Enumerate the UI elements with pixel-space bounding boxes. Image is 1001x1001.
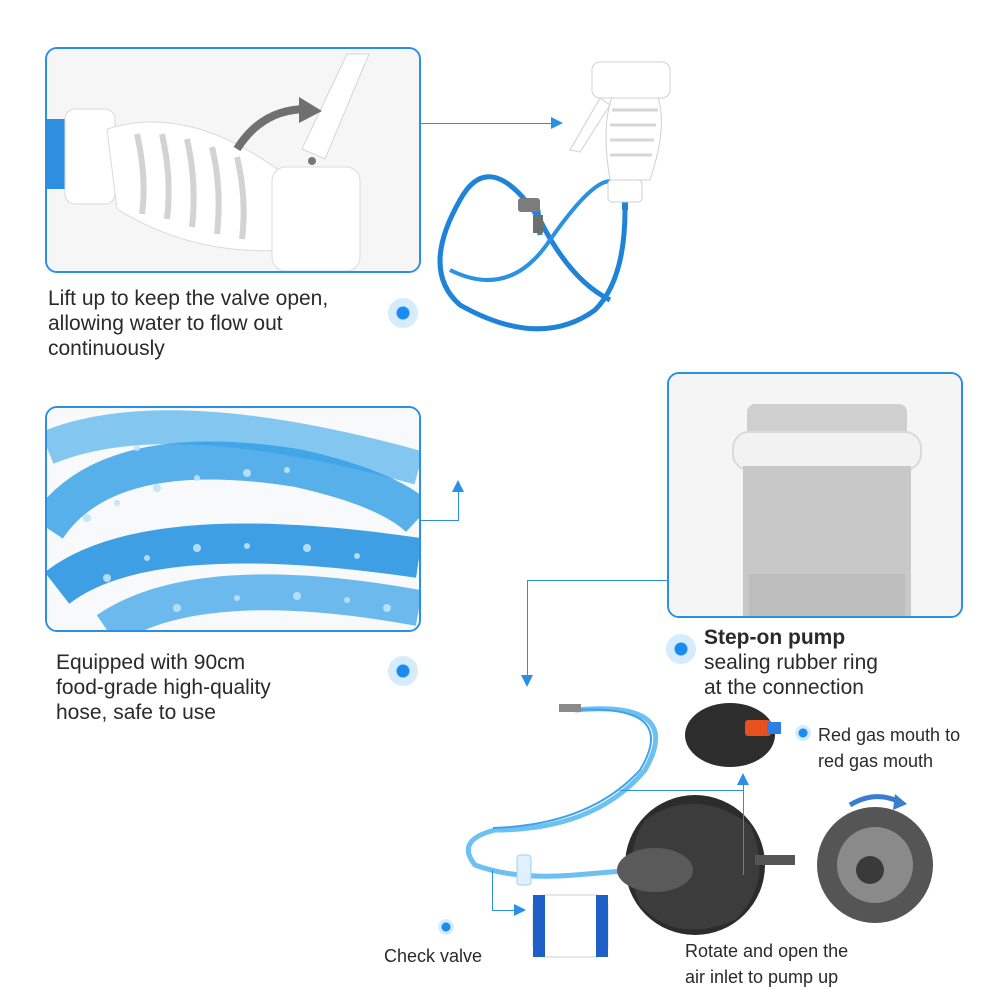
hose-closeup-panel bbox=[45, 406, 421, 632]
connector-valve bbox=[421, 123, 551, 124]
hose-caption-line-2: food-grade high-quality bbox=[56, 676, 271, 699]
pump-caption-line-1: sealing rubber ring bbox=[704, 651, 878, 674]
arrow-gas bbox=[737, 773, 749, 785]
valve-caption-line-1: Lift up to keep the valve open, bbox=[48, 287, 329, 310]
connector-check-v bbox=[492, 870, 493, 910]
connector-gas-h bbox=[620, 790, 744, 791]
valve-bullet bbox=[388, 298, 418, 328]
sprayer-hose-image bbox=[437, 61, 671, 332]
arrow-check bbox=[514, 904, 526, 916]
connector-check-h bbox=[492, 910, 514, 911]
rotate-caption-line-1: Rotate and open the bbox=[685, 941, 849, 961]
gas-bullet bbox=[795, 725, 811, 741]
valve-caption: Lift up to keep the valve open, allowing… bbox=[48, 286, 328, 361]
hose-closeup-image bbox=[47, 408, 419, 630]
connector-gas-v bbox=[743, 785, 744, 875]
hose-caption: Equipped with 90cm food-grade high-quali… bbox=[56, 650, 271, 725]
gas-caption: Red gas mouth to red gas mouth bbox=[818, 722, 960, 774]
rotate-caption: Rotate and open the air inlet to pump up bbox=[685, 938, 848, 990]
pump-bullet bbox=[666, 634, 696, 664]
arrow-ring bbox=[521, 675, 533, 687]
foot-pump-image bbox=[465, 703, 933, 958]
hose-caption-line-3: hose, safe to use bbox=[56, 701, 216, 724]
connector-hose-v bbox=[458, 492, 459, 521]
connector-ring-h bbox=[527, 580, 667, 581]
rubber-ring-panel bbox=[667, 372, 963, 618]
check-valve-bullet bbox=[438, 919, 454, 935]
gas-caption-line-2: red gas mouth bbox=[818, 751, 934, 771]
valve-closeup-panel bbox=[45, 47, 421, 273]
rotate-caption-line-2: air inlet to pump up bbox=[685, 967, 839, 987]
arrow-valve bbox=[551, 117, 563, 129]
pump-caption-title: Step-on pump bbox=[704, 626, 846, 649]
valve-closeup-image bbox=[47, 49, 419, 271]
connector-ring-v bbox=[527, 580, 528, 675]
connector-hose-h bbox=[421, 520, 459, 521]
gas-caption-line-1: Red gas mouth to bbox=[818, 725, 961, 745]
valve-caption-line-2: allowing water to flow out bbox=[48, 312, 283, 335]
rubber-ring-image bbox=[669, 374, 961, 616]
pump-caption: Step-on pump sealing rubber ring at the … bbox=[704, 625, 878, 700]
arrow-hose bbox=[452, 480, 464, 492]
hose-caption-line-1: Equipped with 90cm bbox=[56, 651, 246, 674]
check-valve-caption: Check valve bbox=[384, 946, 483, 966]
valve-caption-line-3: continuously bbox=[48, 337, 165, 360]
hose-bullet bbox=[388, 656, 418, 686]
pump-caption-line-2: at the connection bbox=[704, 676, 864, 699]
